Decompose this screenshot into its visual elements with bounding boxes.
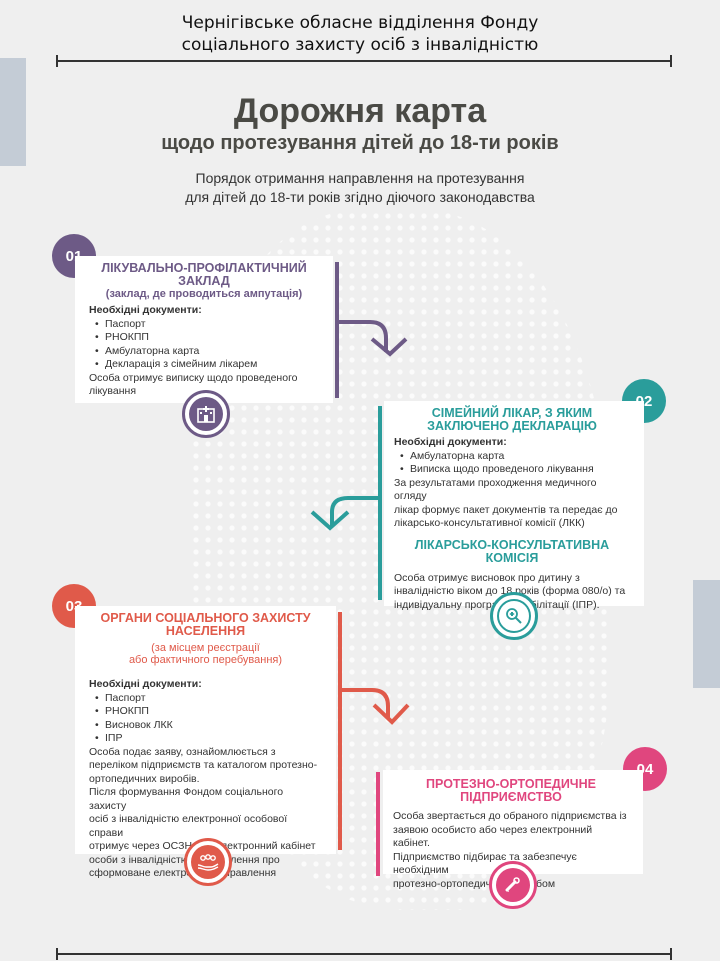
org-line-1: Чернігівське обласне відділення Фонду	[181, 13, 539, 33]
list-item: ІПР	[95, 732, 322, 746]
top-divider	[56, 55, 672, 67]
medical-commission-icon	[490, 592, 538, 640]
step-subheading: (за місцем реєстрації або фактичного пер…	[89, 642, 322, 666]
note-line: ортопедичних виробів.	[89, 772, 200, 785]
intro-line-1: Порядок отримання направлення на протезу…	[195, 170, 525, 186]
step-heading: ПРОТЕЗНО-ОРТОПЕДИЧНЕ ПІДПРИЄМСТВО	[393, 778, 629, 804]
organization-title: Чернігівське обласне відділення Фонду со…	[0, 12, 720, 56]
list-item: Паспорт	[95, 318, 319, 332]
note-line: заявою особисто або через електронний ка…	[393, 823, 593, 850]
docs-list: Амбулаторна карта Виписка щодо проведено…	[400, 450, 630, 477]
note-line: За результатами проходження медичного ог…	[394, 476, 597, 503]
list-item: Паспорт	[95, 692, 322, 706]
right-gray-bar	[693, 580, 720, 688]
step-card-4: ПРОТЕЗНО-ОРТОПЕДИЧНЕ ПІДПРИЄМСТВО Особа …	[383, 770, 643, 890]
note-line: лікар формує пакет документів та передає…	[394, 503, 618, 516]
heading-line: ЗАКЛЮЧЕНО ДЕКЛАРАЦІЮ	[427, 419, 597, 433]
step-note: Особа отримує виписку щодо проведеного л…	[89, 372, 319, 399]
note-line: лікарсько-консультативної комісії (ЛКК)	[394, 517, 585, 529]
heading-line: ОРГАНИ СОЦІАЛЬНОГО ЗАХИСТУ	[100, 611, 311, 625]
org-line-2: соціального захисту осіб з інвалідністю	[181, 35, 539, 55]
hospital-icon	[182, 390, 230, 438]
note-line: Особа отримує висновок про дитину з	[394, 571, 580, 584]
docs-list: Паспорт РНОКПП Амбулаторна карта Деклара…	[95, 318, 319, 372]
step-subheading: (заклад, де проводиться ампутація)	[105, 288, 303, 300]
list-item: Амбулаторна карта	[95, 345, 319, 359]
connector-1	[335, 262, 408, 398]
heading-line: НАСЕЛЕННЯ	[165, 624, 246, 638]
list-item: РНОКПП	[95, 331, 319, 345]
list-item: Амбулаторна карта	[400, 450, 630, 464]
list-item: РНОКПП	[95, 705, 322, 719]
docs-label: Необхідні документи:	[394, 436, 507, 448]
social-care-icon	[184, 838, 232, 886]
note-line: осіб з інвалідністю електронної особової…	[89, 813, 288, 839]
note-line: Особа подає заяву, ознайомлюється з	[89, 745, 276, 758]
page-title: Дорожня карта	[233, 92, 487, 130]
intro-line-2: для дітей до 18-ти років згідно діючого …	[185, 189, 535, 205]
subheading-line: або фактичного перебування)	[128, 654, 283, 666]
heading-line: ЛІКАРСЬКО-КОНСУЛЬТАТИВНА	[414, 537, 610, 552]
list-item: Висновок ЛКК	[95, 719, 322, 733]
note-line: Після формування Фондом соціального захи…	[89, 786, 284, 812]
heading-line: ЛІКУВАЛЬНО-ПРОФІЛАКТИЧНИЙ	[101, 261, 307, 275]
page-subtitle: щодо протезування дітей до 18-ти років	[161, 132, 559, 154]
heading-line: ПІДПРИЄМСТВО	[460, 790, 562, 804]
note-line: Особа отримує виписку щодо проведеного	[89, 371, 298, 384]
connector-2	[310, 406, 382, 600]
heading-line: СІМЕЙНИЙ ЛІКАР, З ЯКИМ	[431, 406, 593, 420]
heading-line: ПРОТЕЗНО-ОРТОПЕДИЧНЕ	[426, 777, 596, 791]
note-line: переліком підприємств та каталогом проте…	[89, 759, 318, 771]
step-heading: ЛІКУВАЛЬНО-ПРОФІЛАКТИЧНИЙ ЗАКЛАД	[89, 262, 319, 288]
commission-heading: ЛІКАРСЬКО-КОНСУЛЬТАТИВНА КОМІСІЯ	[394, 537, 630, 565]
list-item: Виписка щодо проведеного лікування	[400, 463, 630, 477]
step-note: За результатами проходження медичного ог…	[394, 477, 630, 531]
step-card-3: ОРГАНИ СОЦІАЛЬНОГО ЗАХИСТУ НАСЕЛЕННЯ (за…	[75, 606, 336, 879]
docs-label: Необхідні документи:	[89, 678, 202, 690]
note-line: Особа звертається до обраного підприємст…	[393, 810, 627, 822]
list-item: Декларація з сімейним лікарем	[95, 358, 319, 372]
bottom-divider	[56, 948, 672, 960]
docs-list: Паспорт РНОКПП Висновок ЛКК ІПР	[95, 692, 322, 746]
intro-text: Порядок отримання направлення на протезу…	[0, 169, 720, 207]
left-gray-bar	[0, 58, 26, 166]
note-line: інвалідністю віком до 18 років (форма 08…	[394, 585, 626, 597]
note-line: Підприємство підбирає та забезпечує необ…	[393, 850, 577, 877]
step-card-1: ЛІКУВАЛЬНО-ПРОФІЛАКТИЧНИЙ ЗАКЛАД (заклад…	[75, 256, 333, 403]
heading-line: ЗАКЛАД	[178, 274, 230, 288]
step-heading: ОРГАНИ СОЦІАЛЬНОГО ЗАХИСТУ НАСЕЛЕННЯ	[89, 612, 322, 638]
prosthesis-icon	[489, 861, 537, 909]
step-heading: СІМЕЙНИЙ ЛІКАР, З ЯКИМ ЗАКЛЮЧЕНО ДЕКЛАРА…	[394, 407, 630, 433]
docs-label: Необхідні документи:	[89, 304, 202, 316]
connector-3	[338, 612, 410, 850]
subheading-line: (за місцем реєстрації	[151, 642, 260, 654]
step-card-2: СІМЕЙНИЙ ЛІКАР, З ЯКИМ ЗАКЛЮЧЕНО ДЕКЛАРА…	[384, 401, 644, 611]
heading-line: КОМІСІЯ	[485, 550, 539, 565]
note-line: лікування	[89, 385, 137, 397]
